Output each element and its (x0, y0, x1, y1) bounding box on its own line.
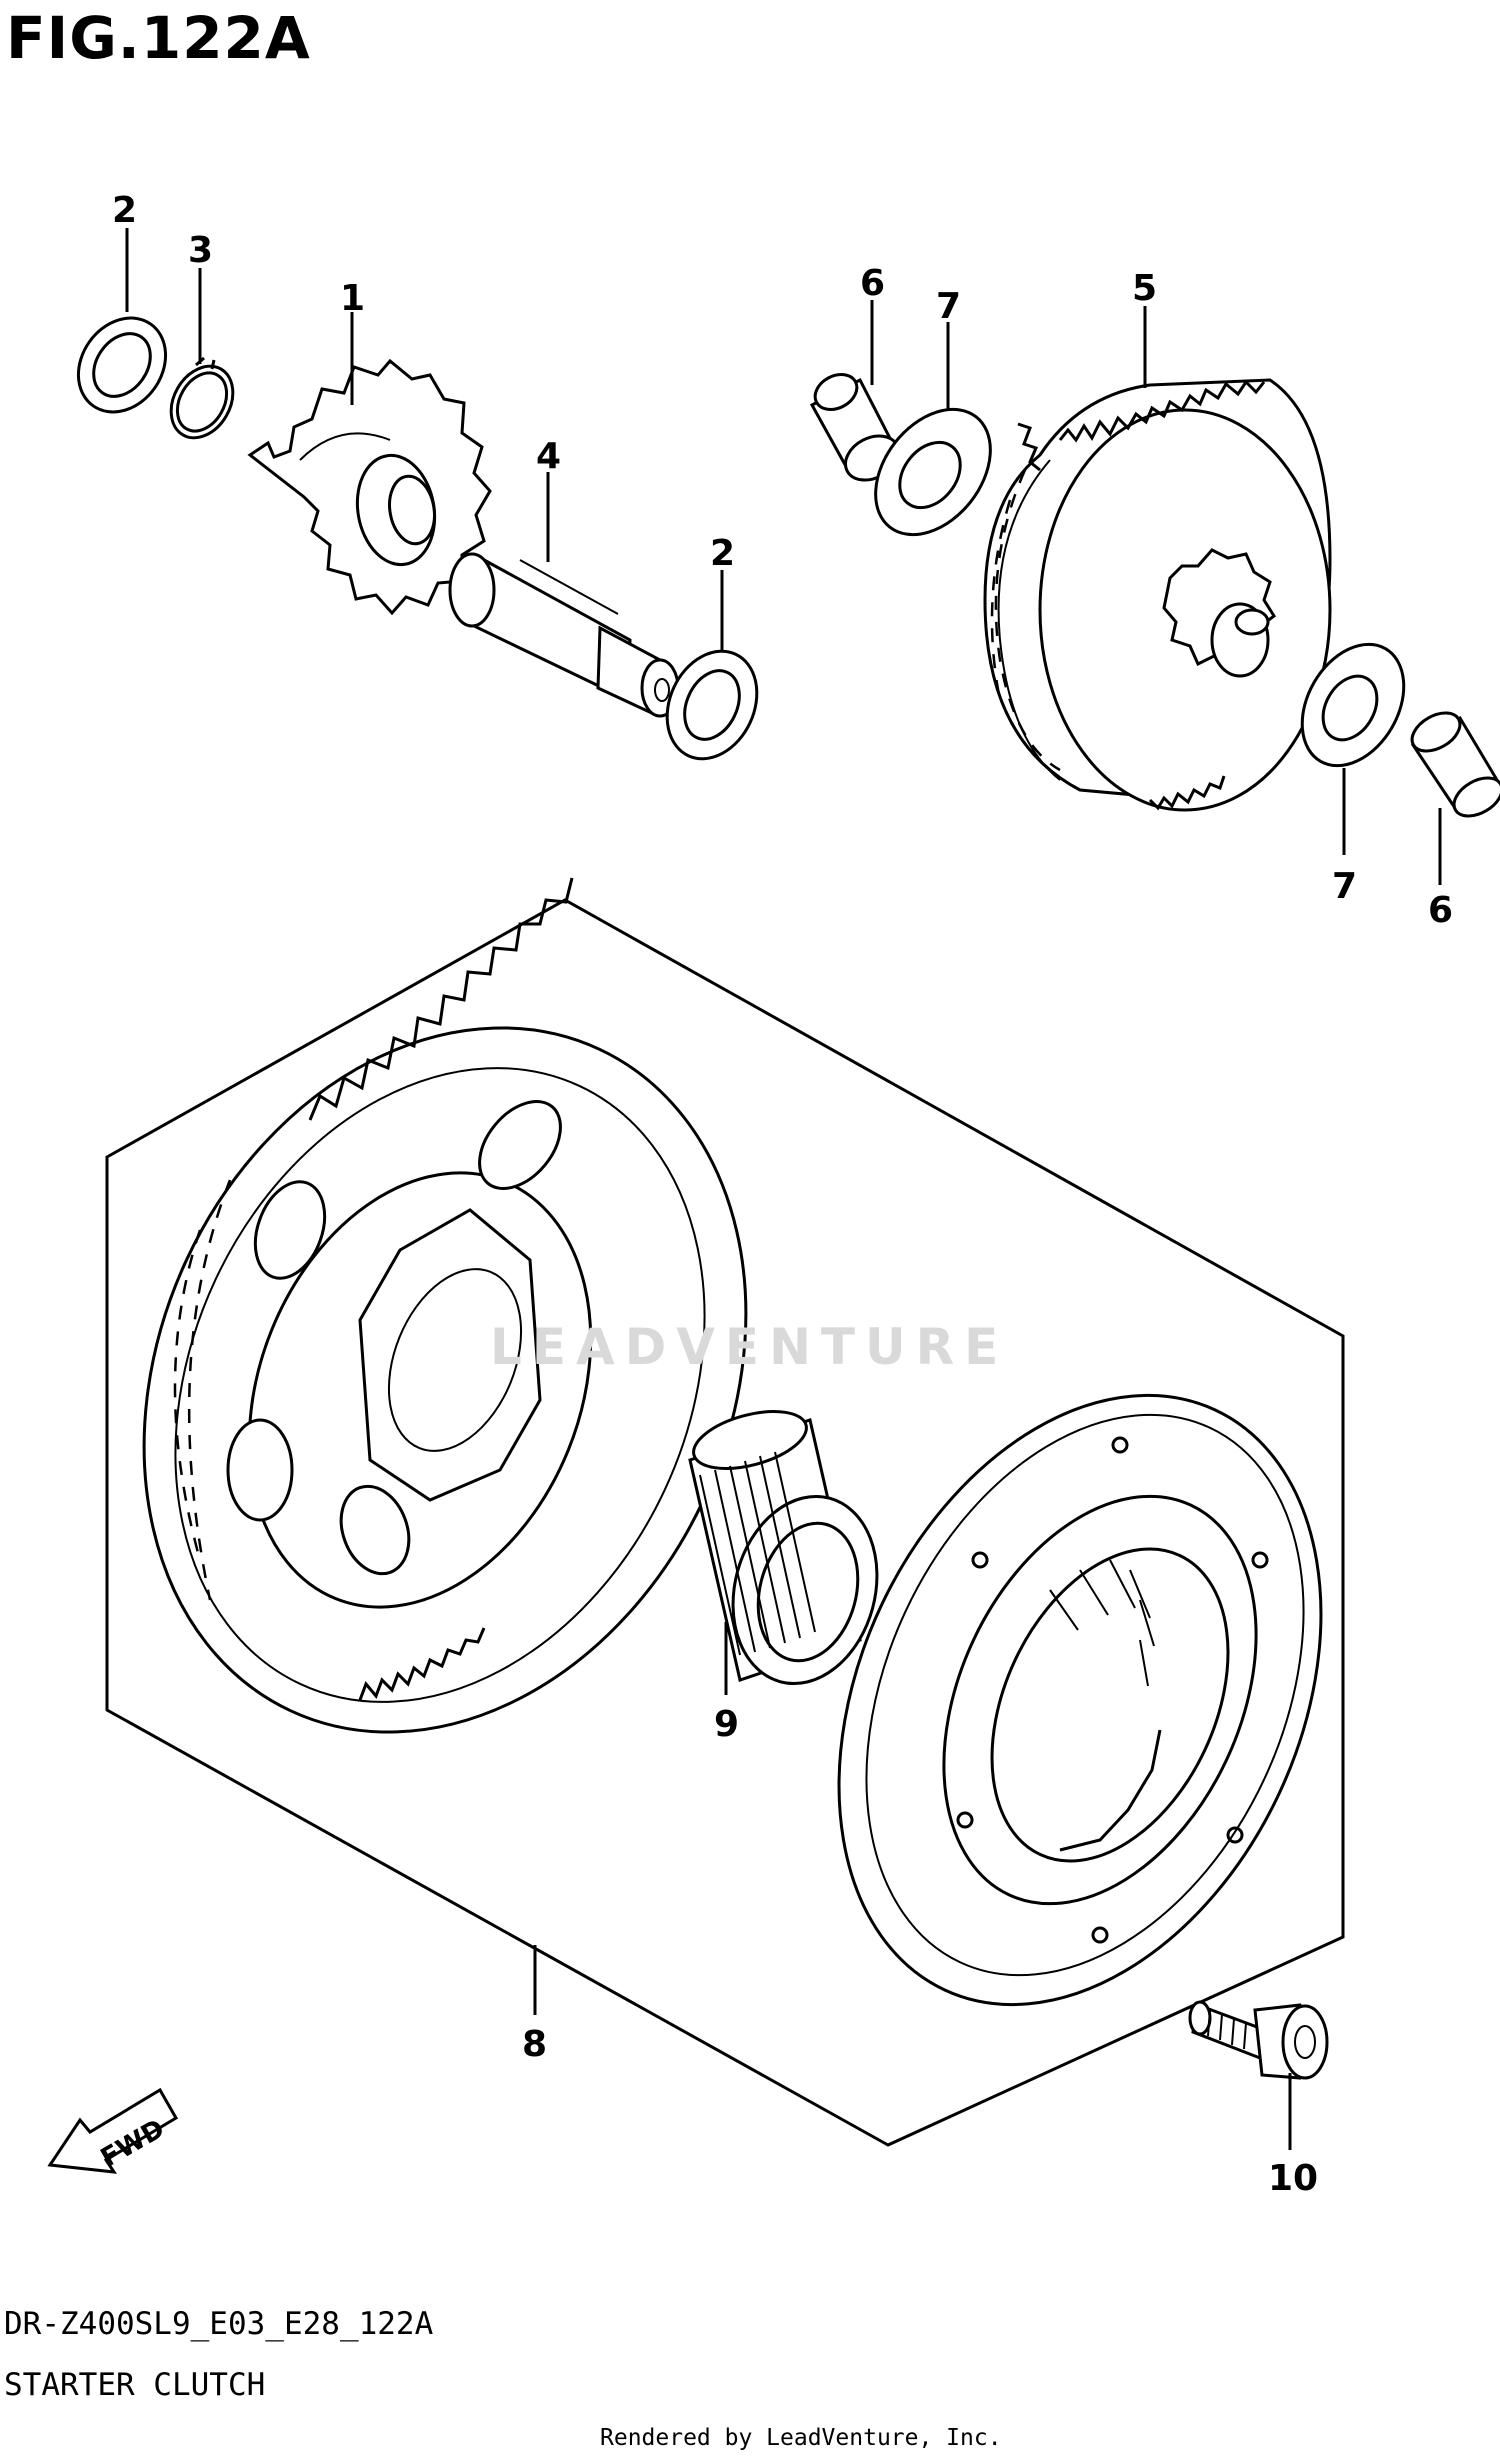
callout-9: 9 (714, 1704, 739, 1745)
part-2-washer-top[interactable] (61, 301, 184, 429)
callout-labels: 1 2 3 4 2 6 7 5 7 6 9 8 10 (112, 190, 1453, 2199)
part-7-washer-lower[interactable] (1282, 626, 1425, 784)
callout-8: 8 (522, 2024, 547, 2065)
part-8-starter-gear[interactable] (32, 877, 857, 1831)
part-9-needle-bearing[interactable] (688, 1401, 898, 1700)
callout-7-lower: 7 (1332, 866, 1357, 907)
part-7-washer-upper[interactable] (852, 387, 1014, 556)
leader-lines (125, 228, 1442, 2150)
callout-10: 10 (1268, 2158, 1318, 2199)
callout-2-middle: 2 (710, 533, 735, 574)
callout-4: 4 (536, 436, 561, 477)
part-5-driven-gear[interactable] (983, 378, 1332, 812)
callout-6-upper: 6 (860, 263, 885, 304)
callout-1: 1 (340, 278, 365, 319)
callout-7-upper: 7 (936, 286, 961, 327)
part-10-bolt[interactable] (1188, 2000, 1329, 2080)
callout-5: 5 (1132, 268, 1157, 309)
figure-subtitle: STARTER CLUTCH (4, 2367, 266, 2403)
model-code: DR-Z400SL9_E03_E28_122A (4, 2306, 434, 2342)
part-4-shaft[interactable] (448, 552, 680, 718)
callout-2-top: 2 (112, 190, 137, 231)
callout-3: 3 (188, 230, 213, 271)
part-2-washer-middle[interactable] (650, 636, 773, 773)
fwd-arrow: FWD (47, 2087, 179, 2174)
part-6-bushing-lower[interactable] (1405, 705, 1500, 824)
watermark: LEADVENTURE (490, 1318, 1009, 1376)
rendered-by-credit: Rendered by LeadVenture, Inc. (600, 2425, 1002, 2451)
figure-title: FIG.122A (6, 4, 311, 72)
part-8-one-way-clutch[interactable] (745, 1317, 1414, 2083)
part-1-gear[interactable] (247, 358, 492, 616)
callout-6-lower: 6 (1428, 890, 1453, 931)
part-3-circlip[interactable] (159, 355, 245, 449)
